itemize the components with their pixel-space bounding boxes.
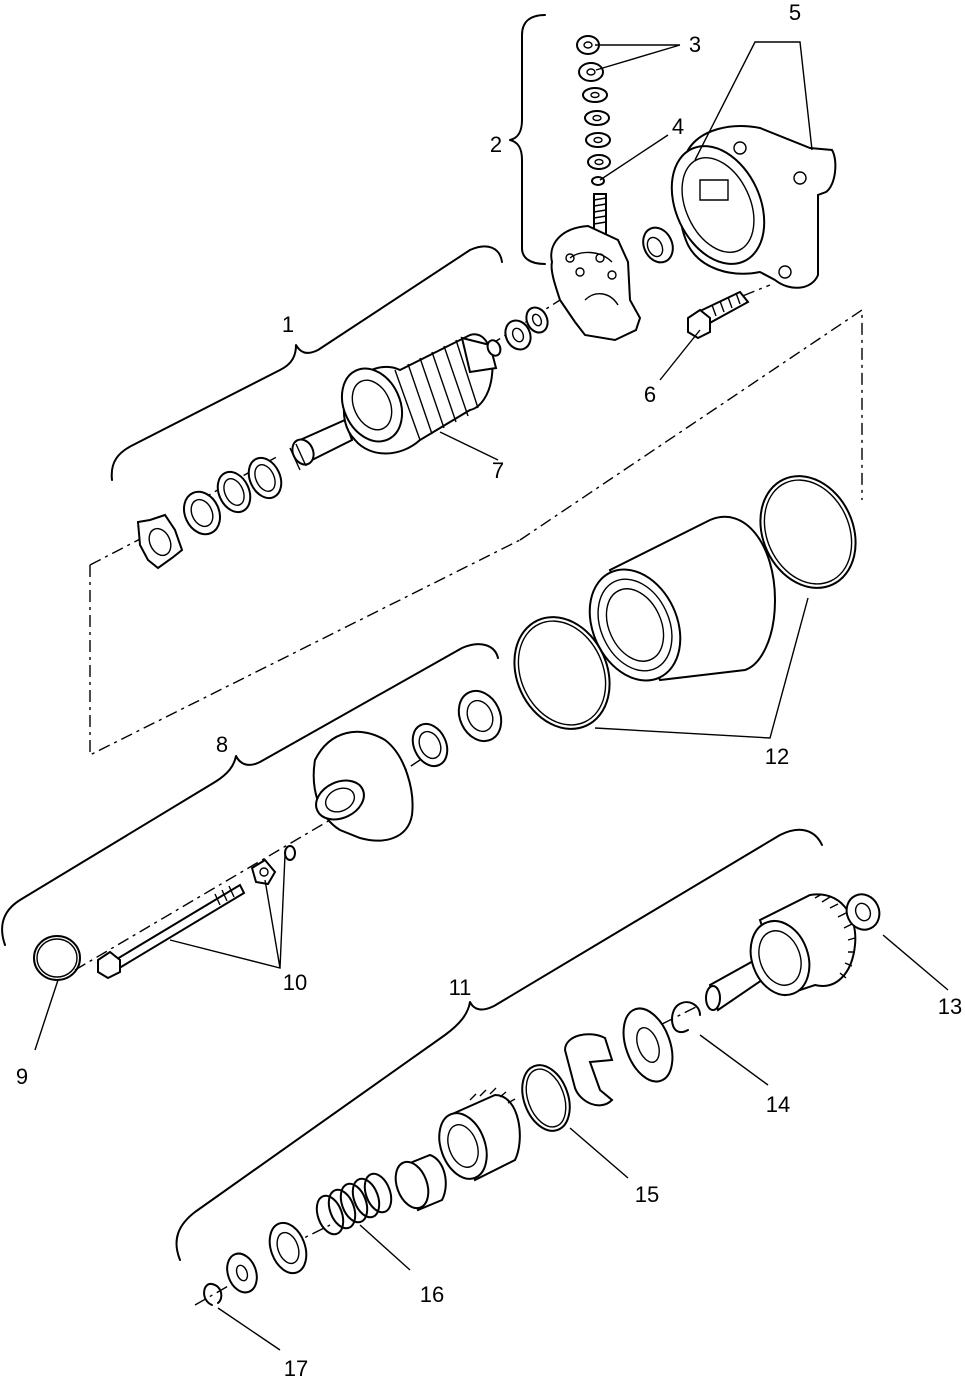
leader-lines	[34, 41, 949, 1351]
callout-8: 8	[216, 732, 228, 757]
bracket-11	[175, 828, 823, 1261]
callout-10: 10	[283, 970, 307, 995]
retainer-plate	[136, 513, 184, 570]
callout-9: 9	[16, 1064, 28, 1089]
front-bracket	[312, 730, 414, 842]
pinion-gear	[438, 1087, 521, 1182]
yoke-o-ring-front	[513, 616, 611, 730]
end-cover-housing	[670, 125, 837, 289]
callout-6: 6	[644, 382, 656, 407]
brush-plate-assembly	[550, 193, 642, 342]
bracket-8	[1, 643, 499, 946]
callout-3: 3	[689, 32, 701, 57]
end-washer	[226, 1252, 258, 1294]
callout-4: 4	[672, 114, 684, 139]
clutch-sleeve	[394, 1153, 447, 1212]
pinion-ring	[521, 1064, 571, 1132]
through-bolt-set	[97, 845, 296, 980]
callout-11: 11	[449, 975, 472, 1000]
front-bracket-bearings	[411, 689, 503, 768]
callout-12: 12	[765, 744, 789, 769]
callout-15: 15	[635, 1182, 659, 1207]
nut-and-washer-stack	[576, 35, 611, 186]
split-collar	[563, 1033, 614, 1107]
callout-16: 16	[420, 1282, 444, 1307]
end-cover-bushing	[642, 226, 674, 264]
snap-ring	[671, 1001, 701, 1034]
callout-5: 5	[789, 0, 801, 25]
callout-1: 1	[282, 312, 294, 337]
clutch-spring	[315, 1172, 393, 1236]
callout-13: 13	[938, 994, 962, 1019]
front-o-ring	[33, 935, 81, 981]
yoke-field-housing	[588, 515, 777, 682]
spring-spacer	[268, 1221, 308, 1275]
armature	[289, 333, 502, 471]
callout-2: 2	[490, 132, 502, 157]
armature-shims	[183, 456, 283, 536]
retaining-clip	[203, 1282, 223, 1306]
yoke-o-ring-rear	[759, 475, 857, 589]
gear-washer	[845, 893, 881, 931]
callout-17: 17	[284, 1356, 308, 1378]
clutch-gear-shaft	[705, 893, 857, 1012]
callout-14: 14	[766, 1092, 790, 1117]
bracket-2	[509, 14, 546, 265]
thrust-washer	[622, 1007, 674, 1083]
callout-7: 7	[492, 458, 504, 483]
armature-thrust-washers	[504, 306, 549, 351]
axis-line-armature	[89, 308, 863, 757]
cover-screw	[687, 290, 750, 340]
bracket-1	[110, 245, 503, 481]
